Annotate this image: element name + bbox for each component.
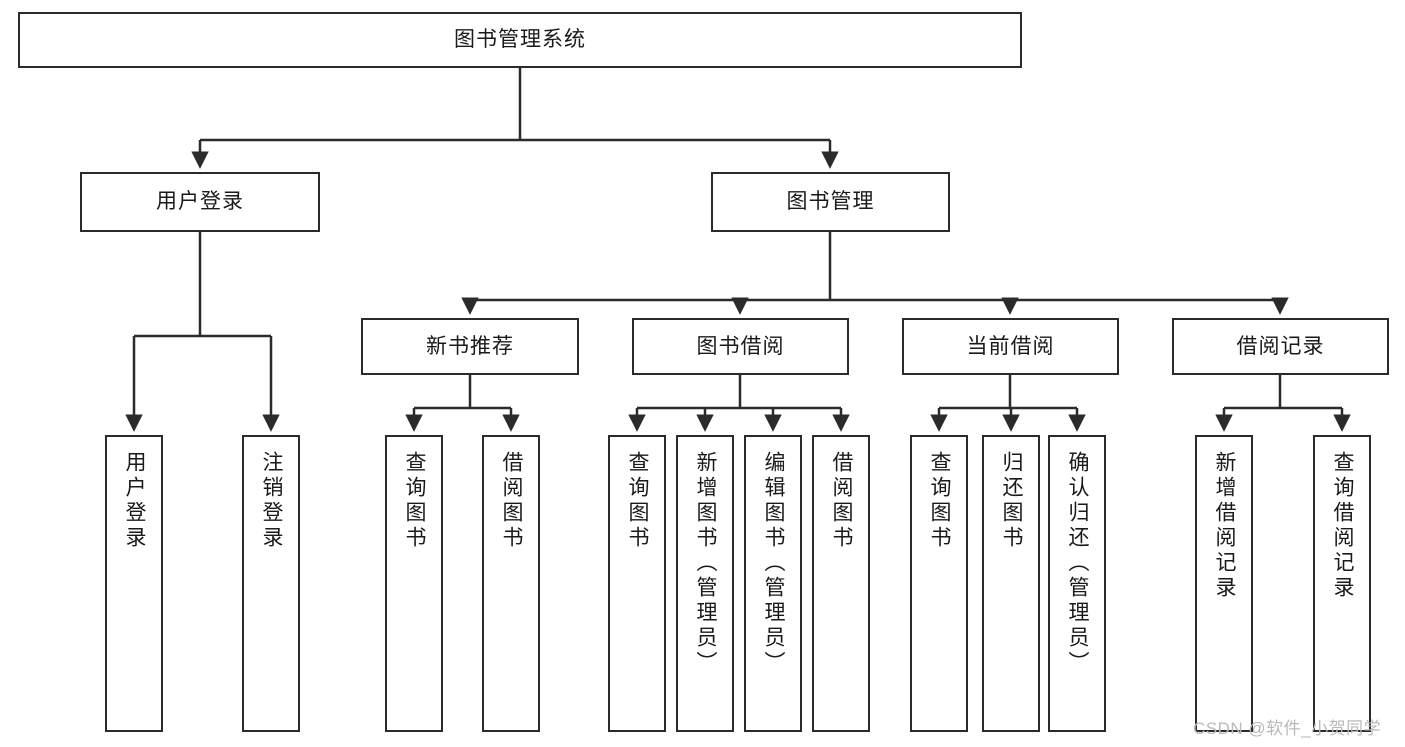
node-leaf-borrow-add-book[interactable]: 新增图书（管理员） (676, 435, 734, 732)
node-leaf-record-add[interactable]: 新增借阅记录 (1195, 435, 1253, 732)
node-leaf-label: 归还图书 (1000, 451, 1024, 551)
node-new-book-recommend[interactable]: 新书推荐 (361, 318, 579, 375)
node-leaf-label: 查询图书 (626, 451, 650, 551)
node-leaf-new-book-borrow[interactable]: 借阅图书 (482, 435, 540, 732)
node-leaf-borrow-query[interactable]: 查询图书 (608, 435, 666, 732)
node-borrow-record[interactable]: 借阅记录 (1172, 318, 1389, 375)
node-leaf-label: 编辑图书（管理员） (762, 451, 786, 676)
node-current-borrow-label: 当前借阅 (966, 334, 1055, 358)
node-leaf-record-query[interactable]: 查询借阅记录 (1313, 435, 1371, 732)
node-leaf-label: 查询图书 (928, 451, 952, 551)
node-leaf-label: 查询图书 (403, 451, 427, 551)
node-root[interactable]: 图书管理系统 (18, 12, 1022, 68)
node-leaf-borrow-borrow-book[interactable]: 借阅图书 (812, 435, 870, 732)
node-leaf-label: 用户登录 (123, 451, 147, 551)
node-leaf-user-login-logout[interactable]: 注销登录 (242, 435, 300, 732)
node-user-login[interactable]: 用户登录 (80, 172, 320, 232)
node-book-borrow[interactable]: 图书借阅 (632, 318, 849, 375)
node-leaf-borrow-edit-book[interactable]: 编辑图书（管理员） (744, 435, 802, 732)
node-book-borrow-label: 图书借阅 (696, 334, 785, 358)
node-current-borrow[interactable]: 当前借阅 (902, 318, 1119, 375)
node-leaf-new-book-query[interactable]: 查询图书 (385, 435, 443, 732)
node-leaf-label: 确认归还（管理员） (1066, 451, 1090, 676)
node-leaf-label: 借阅图书 (500, 451, 524, 551)
node-book-manage[interactable]: 图书管理 (711, 172, 950, 232)
watermark-text: CSDN @软件_小贺同学 (1193, 719, 1382, 738)
node-user-login-label: 用户登录 (156, 190, 244, 214)
node-new-book-recommend-label: 新书推荐 (426, 334, 514, 358)
node-leaf-user-login-login[interactable]: 用户登录 (105, 435, 163, 732)
node-leaf-label: 借阅图书 (830, 451, 854, 551)
node-root-label: 图书管理系统 (454, 28, 586, 52)
node-borrow-record-label: 借阅记录 (1236, 334, 1325, 358)
node-leaf-label: 注销登录 (260, 451, 284, 551)
node-leaf-label: 查询借阅记录 (1331, 451, 1355, 601)
node-leaf-label: 新增图书（管理员） (694, 451, 718, 676)
node-leaf-current-confirm-return[interactable]: 确认归还（管理员） (1048, 435, 1106, 732)
node-leaf-label: 新增借阅记录 (1213, 451, 1237, 601)
node-leaf-current-query[interactable]: 查询图书 (910, 435, 968, 732)
node-book-manage-label: 图书管理 (786, 190, 875, 214)
node-leaf-current-return[interactable]: 归还图书 (982, 435, 1040, 732)
